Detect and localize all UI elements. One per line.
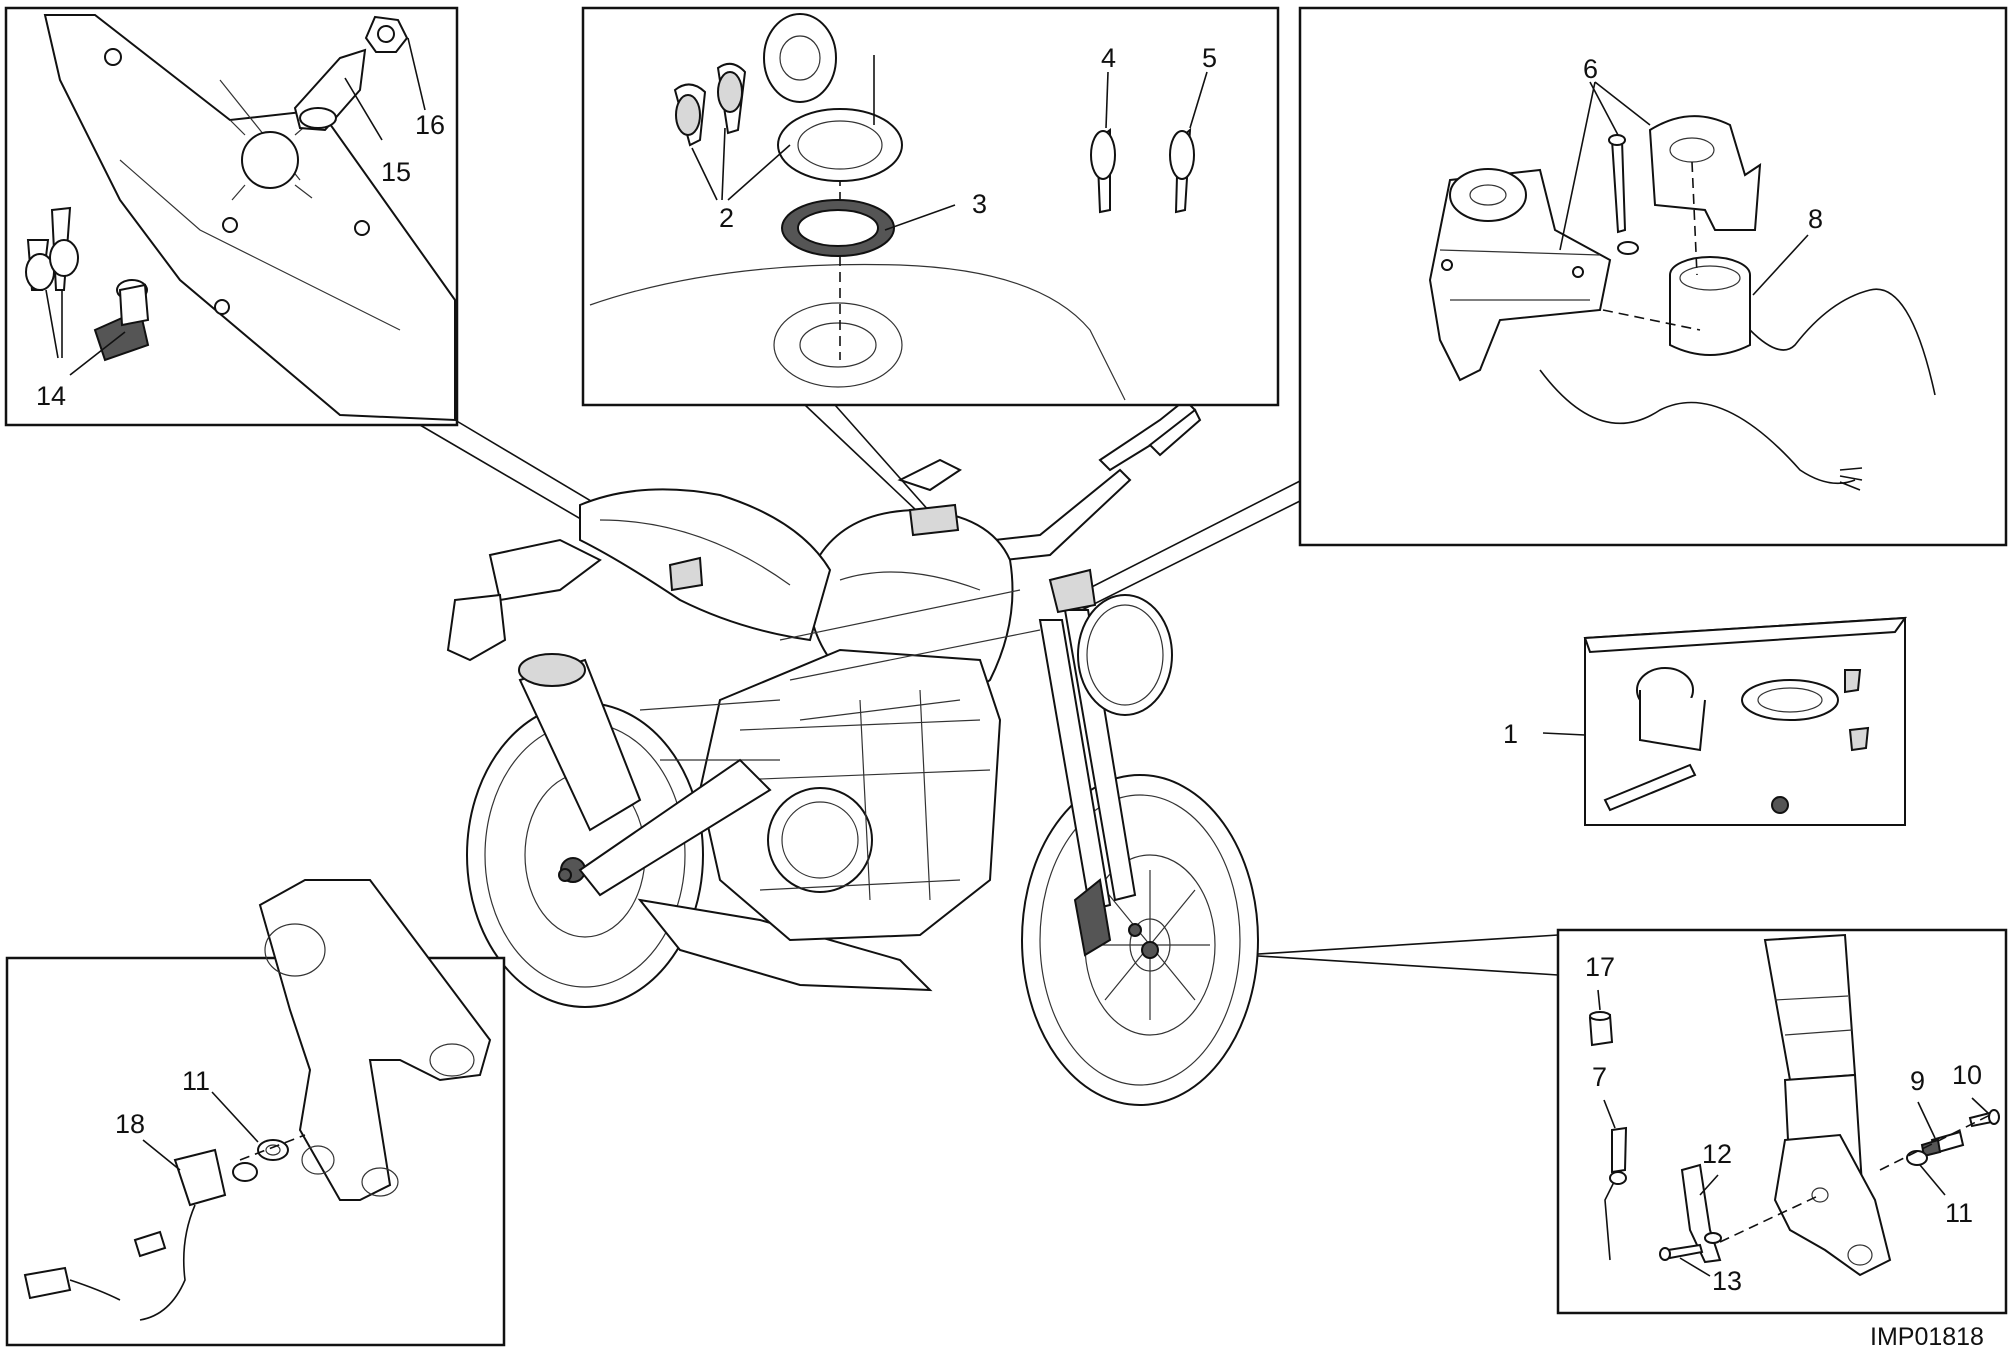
callout-1: 1 [1503,719,1518,749]
diagram-reference-code: IMP01818 [1870,1323,1984,1351]
detail-fuel-cap: 2 3 4 5 [581,6,1280,407]
callout-17: 17 [1585,952,1615,982]
frame-leader-lines [419,404,1559,976]
callout-13: 13 [1712,1266,1742,1296]
callout-6: 6 [1583,54,1598,84]
detail-front-speed-sensor: 17 7 9 10 11 12 13 [1556,928,2008,1315]
detail-rear-speed-sensor: 11 18 [5,879,506,1347]
callout-7: 7 [1592,1062,1607,1092]
detail-ignition-switch: 6 8 [1298,6,2008,547]
callout-3: 3 [972,189,987,219]
callout-5: 5 [1202,43,1217,73]
callout-11-rear: 11 [182,1066,210,1096]
callout-11-front: 11 [1945,1198,1973,1228]
callout-12: 12 [1702,1139,1732,1169]
detail-key-switch-kit: 1 [1503,616,1908,826]
callout-8: 8 [1808,204,1823,234]
callout-9: 9 [1910,1066,1925,1096]
front-wheel [1021,774,1259,1106]
callout-16: 16 [415,110,445,140]
callout-15: 15 [381,157,411,187]
motorcycle-illustration [446,398,1259,1106]
callout-2: 2 [719,203,734,233]
callout-14: 14 [36,381,66,411]
callout-10: 10 [1952,1060,1982,1090]
callout-4: 4 [1101,43,1116,73]
callout-18: 18 [115,1109,145,1139]
detail-seat-lock: 16 15 14 [4,6,459,427]
